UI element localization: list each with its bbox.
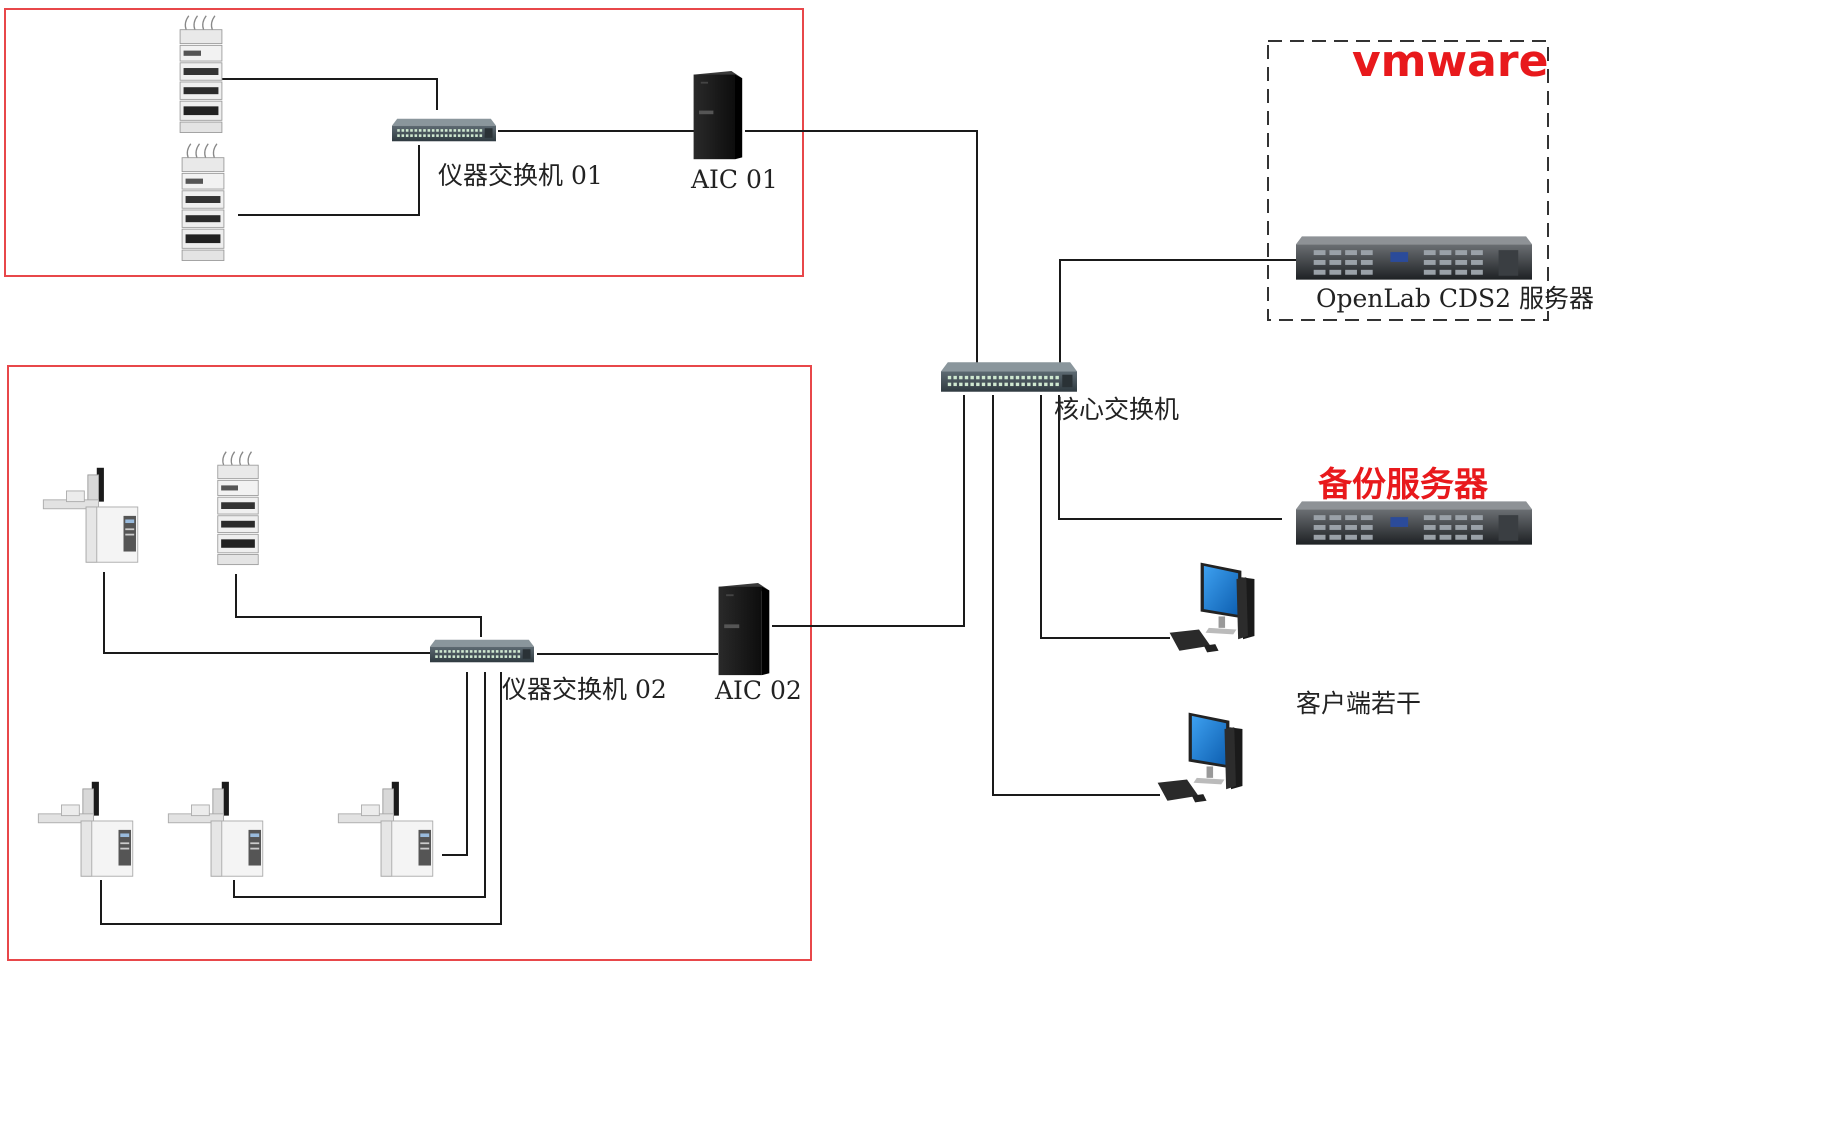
hplc-instrument-3 — [217, 451, 259, 566]
vmware-host-box — [1267, 40, 1549, 321]
instrument-group-02-box — [7, 365, 812, 961]
hplc-instrument-2 — [181, 143, 225, 262]
core-switch-icon — [941, 362, 1077, 392]
aic-01-tower-icon — [693, 71, 743, 160]
hplc-instrument-1 — [179, 15, 223, 134]
clients-label: 客户端若干 — [1296, 689, 1421, 718]
instrument-switch-01-icon — [392, 118, 496, 142]
instrument-switch-02-icon — [430, 639, 534, 663]
backup-server-icon — [1296, 501, 1532, 545]
aic-01-label: AIC 01 — [690, 165, 778, 194]
group-02-wires — [100, 572, 718, 925]
group-01-wires — [222, 78, 978, 363]
switch-02-label: 仪器交换机 02 — [502, 675, 667, 704]
client-pc-2 — [1157, 712, 1243, 803]
switch-01-label: 仪器交换机 01 — [438, 161, 603, 190]
core-switch-label: 核心交换机 — [1054, 395, 1179, 424]
core-wires — [772, 259, 1298, 796]
openlab-server-label: OpenLab CDS2 服务器 — [1316, 284, 1594, 313]
aic-02-tower-icon — [718, 583, 770, 676]
gc-instrument-3 — [167, 781, 264, 877]
aic-02-label: AIC 02 — [714, 676, 802, 705]
backup-server-label: 备份服务器 — [1318, 465, 1489, 505]
openlab-server-icon — [1296, 236, 1532, 280]
gc-instrument-2 — [37, 781, 134, 877]
vmware-logo: vmware — [1352, 36, 1548, 87]
gc-instrument-4 — [337, 781, 434, 877]
instrument-group-01-box — [4, 8, 804, 277]
gc-instrument-1 — [42, 467, 139, 563]
client-pc-1 — [1169, 562, 1255, 653]
